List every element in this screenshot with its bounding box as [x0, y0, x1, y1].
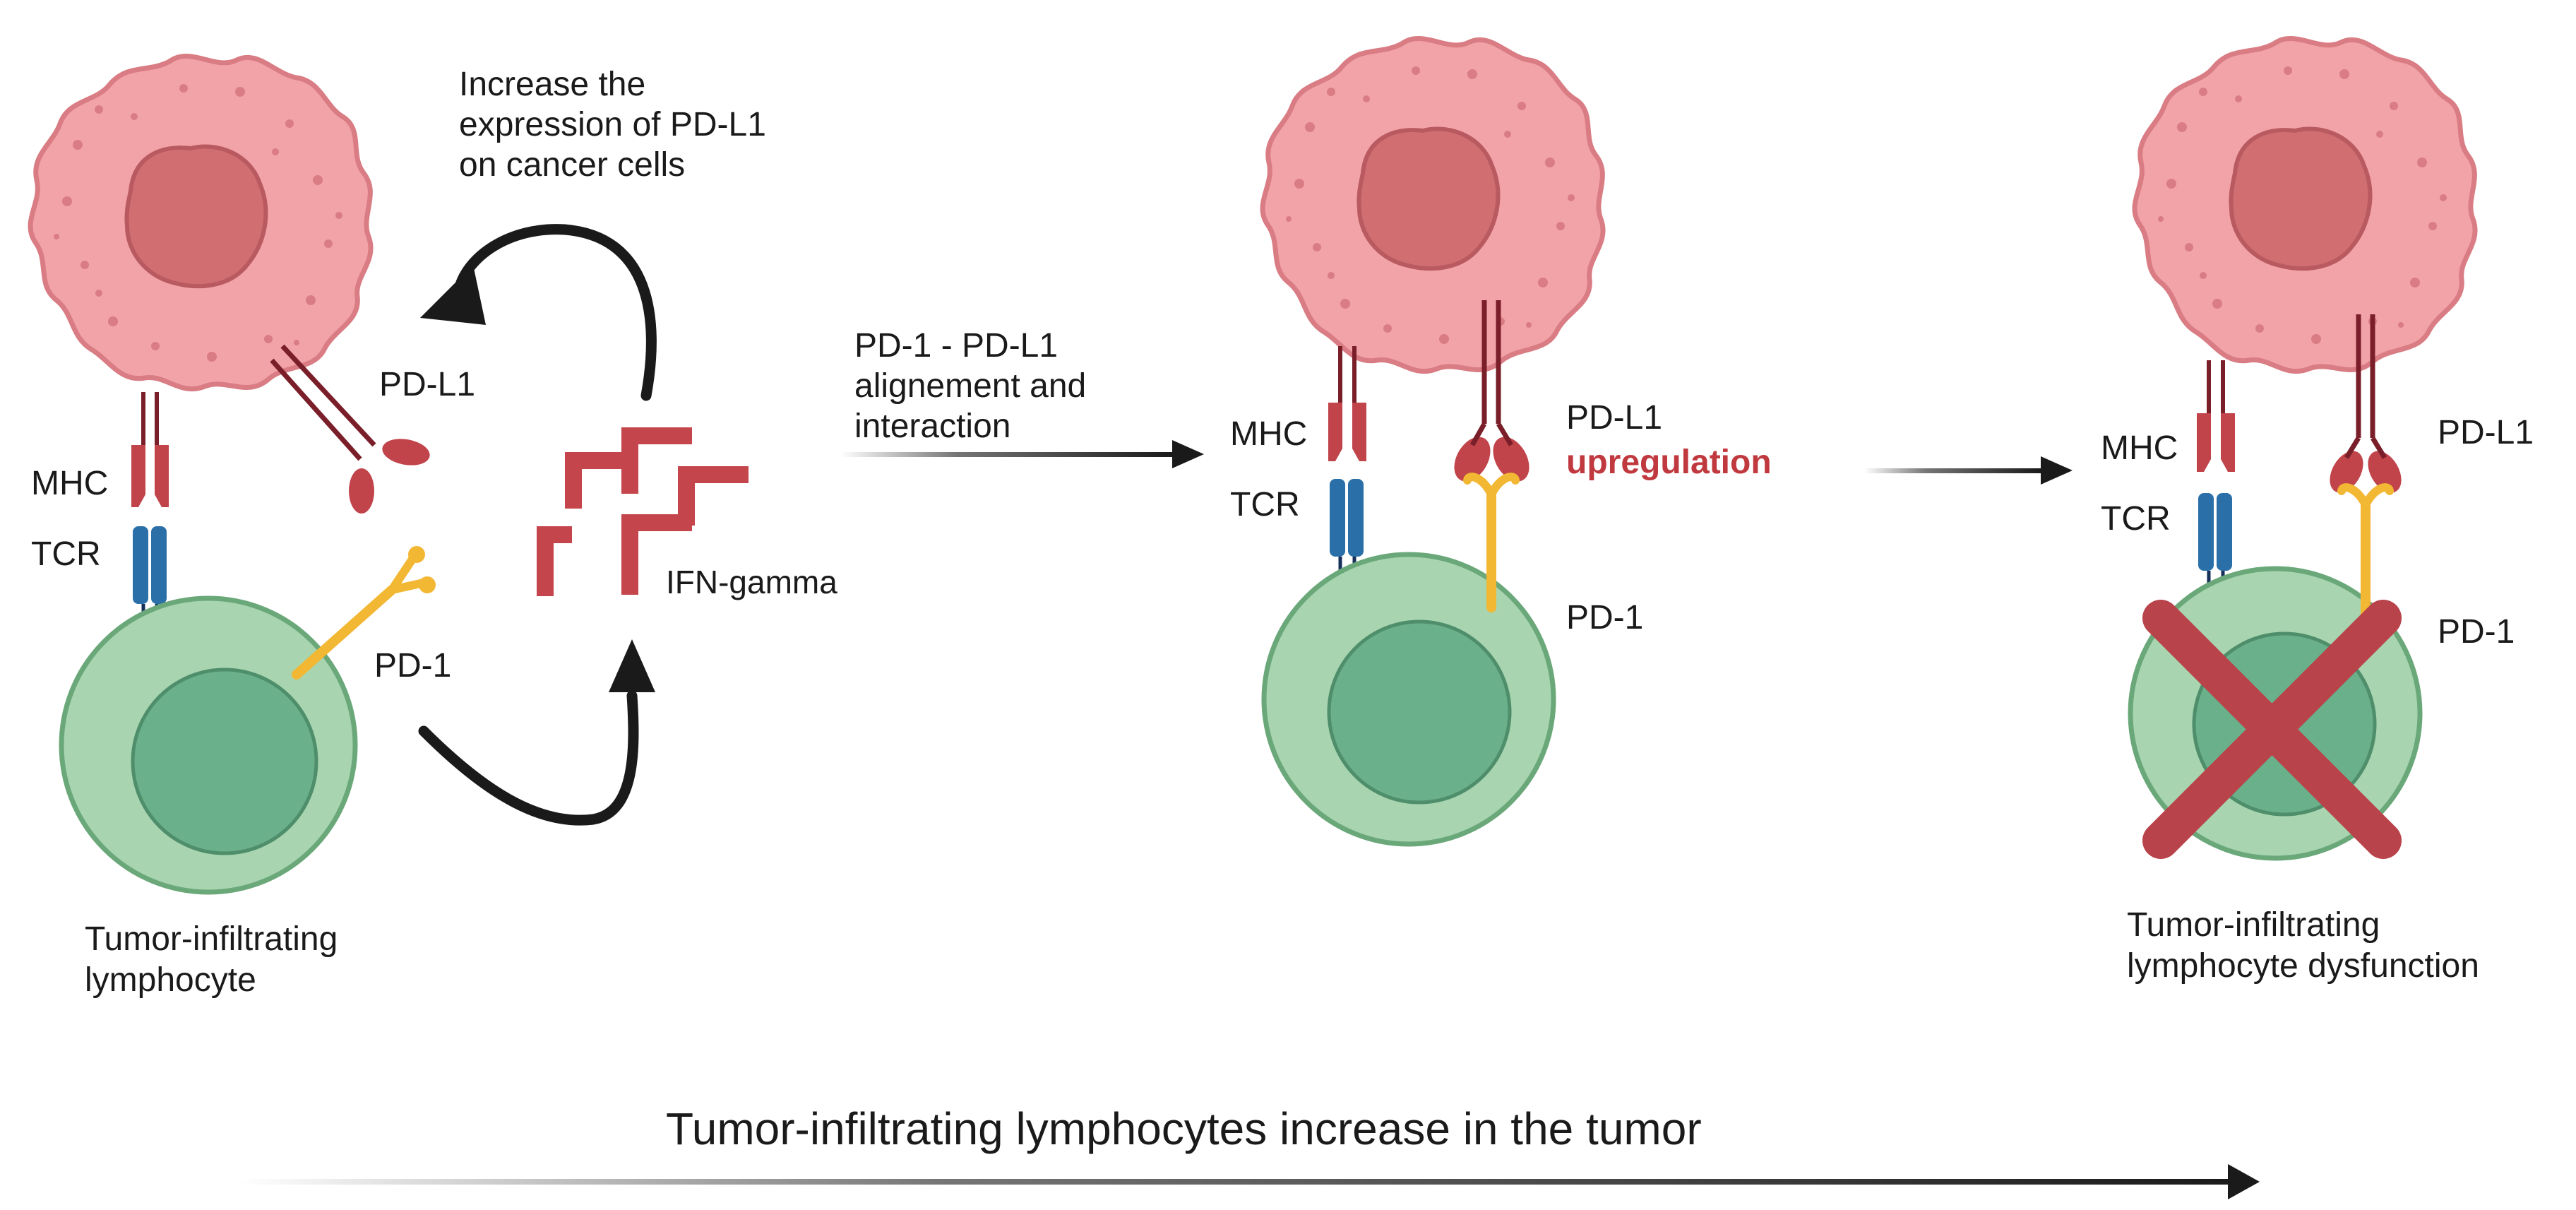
- dysfunction-label-line2: lymphocyte dysfunction: [2127, 947, 2479, 985]
- pd1-receptor: [292, 546, 436, 680]
- loop-top-label-line1: Increase the: [459, 66, 645, 103]
- mhc-receptor: [2197, 360, 2235, 472]
- arrow1-label-line2: alignement and: [854, 367, 1086, 405]
- tumor-cell: [2135, 39, 2475, 372]
- arrow-1: PD-1 - PD-L1 alignement and interaction: [840, 327, 1204, 468]
- mhc-label: MHC: [1230, 415, 1307, 453]
- arrow1-label-line3: interaction: [854, 408, 1010, 445]
- arrow1-label-line1: PD-1 - PD-L1: [854, 327, 1058, 364]
- mhc-label: MHC: [2101, 429, 2178, 467]
- ifn-gamma-label: IFN-gamma: [666, 564, 837, 600]
- tumor-cell: [1263, 39, 1603, 372]
- pd1-receptor: [2337, 483, 2394, 619]
- pdl1-label: PD-L1: [2438, 414, 2534, 451]
- pdl1-receptor: [270, 344, 430, 514]
- bottom-trend: Tumor-infiltrating lymphocytes increase …: [240, 1103, 2260, 1199]
- tcr-label: TCR: [31, 535, 101, 573]
- dysfunction-label-line1: Tumor-infiltrating: [2127, 906, 2380, 944]
- pdl1-label: PD-L1: [379, 366, 475, 403]
- pd1-label: PD-1: [374, 647, 451, 684]
- arrow-2: [1864, 456, 2073, 485]
- lymphocyte-label-line2: lymphocyte: [85, 961, 256, 999]
- pdl1-receptor: [1454, 300, 1530, 482]
- pdl1-label: PD-L1: [1566, 399, 1662, 437]
- lymphocyte-cell: [59, 595, 358, 895]
- panel-1: Increase the expression of PD-L1 on canc…: [30, 57, 837, 999]
- loop-arrow-up: [418, 639, 655, 826]
- loop-top-label-line2: expression of PD-L1: [459, 106, 766, 143]
- pd1-label: PD-1: [1566, 599, 1643, 636]
- tcr-label: TCR: [1230, 486, 1300, 523]
- tcr-label: TCR: [2101, 500, 2171, 538]
- panel-3: PD-L1 MHC TCR PD-1 Tumor-infiltrating ly…: [2101, 39, 2534, 985]
- mhc-receptor: [131, 392, 169, 507]
- tumor-cell: [30, 57, 371, 389]
- pd1-label: PD-1: [2438, 613, 2515, 651]
- loop-top-label-line3: on cancer cells: [459, 146, 685, 184]
- lymphocyte-label-line1: Tumor-infiltrating: [85, 920, 338, 958]
- mhc-label: MHC: [31, 465, 108, 502]
- loop-arrow-down: [420, 224, 657, 401]
- dysfunction-cross: [2142, 600, 2402, 859]
- lymphocyte-cell: [1261, 552, 1556, 847]
- panel-2: PD-L1 upregulation MHC TCR PD-1: [1230, 39, 1772, 847]
- pdl1-receptor: [2330, 314, 2402, 493]
- pd1-receptor: [1463, 473, 1520, 612]
- mhc-receptor: [1328, 346, 1366, 461]
- bottom-title: Tumor-infiltrating lymphocytes increase …: [666, 1103, 1702, 1154]
- ifn-gamma-molecules: [537, 427, 749, 596]
- upregulation-label: upregulation: [1566, 444, 1772, 481]
